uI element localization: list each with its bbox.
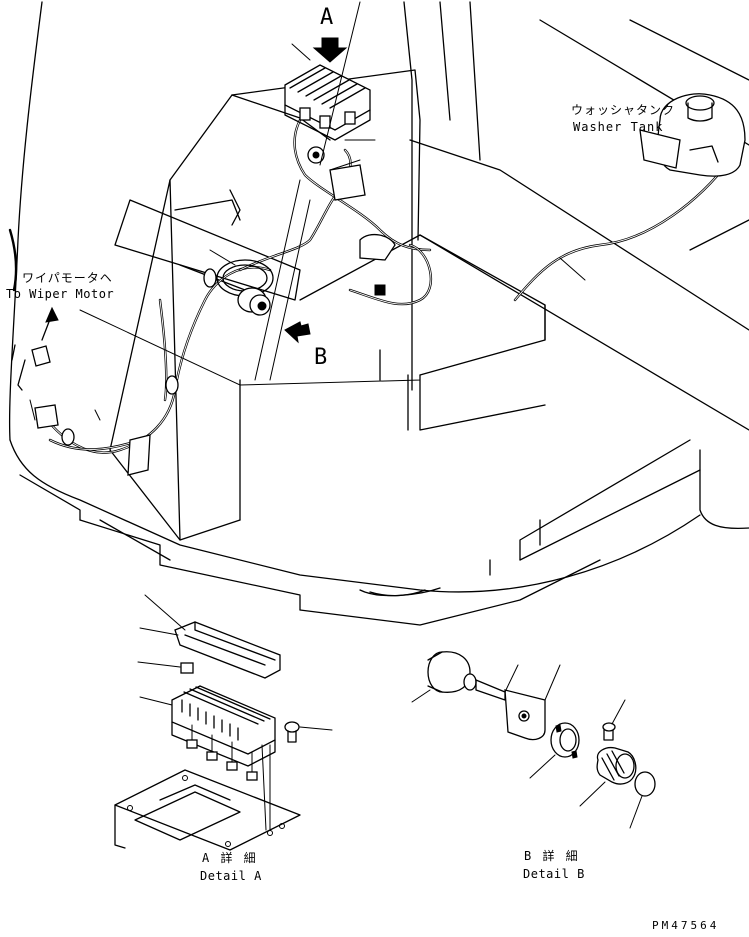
detail-b-drawing xyxy=(411,651,656,829)
washer-tank xyxy=(639,93,746,177)
fuse-box xyxy=(284,64,371,141)
wiper-motor-label-jp: ワイパモータヘ xyxy=(22,271,113,285)
detail-b-label-jp: B 詳 細 xyxy=(524,848,580,863)
callout-label-a: A xyxy=(320,5,333,30)
washer-tank-label-en: Washer Tank xyxy=(573,120,663,134)
detail-b-label-en: Detail B xyxy=(523,867,585,881)
callout-arrow-b xyxy=(284,321,311,344)
washer-tank-label-jp: ウォッシャタンク xyxy=(571,103,675,117)
detail-a-label-en: Detail A xyxy=(200,869,262,883)
wiper-motor-label-en: To Wiper Motor xyxy=(6,287,114,301)
wiper-motor-connector xyxy=(11,306,59,391)
wire-harness xyxy=(8,118,732,476)
detail-a-drawing xyxy=(114,594,333,851)
machine-frame xyxy=(8,1,749,626)
drawing-number: PM47564 xyxy=(652,919,719,932)
detail-a-label-jp: A 詳 細 xyxy=(202,850,258,865)
rotary-switch xyxy=(237,287,271,316)
relay xyxy=(307,146,396,296)
callout-arrow-a xyxy=(312,37,348,63)
leader-lines xyxy=(29,1,586,421)
callout-label-b: B xyxy=(314,345,327,370)
